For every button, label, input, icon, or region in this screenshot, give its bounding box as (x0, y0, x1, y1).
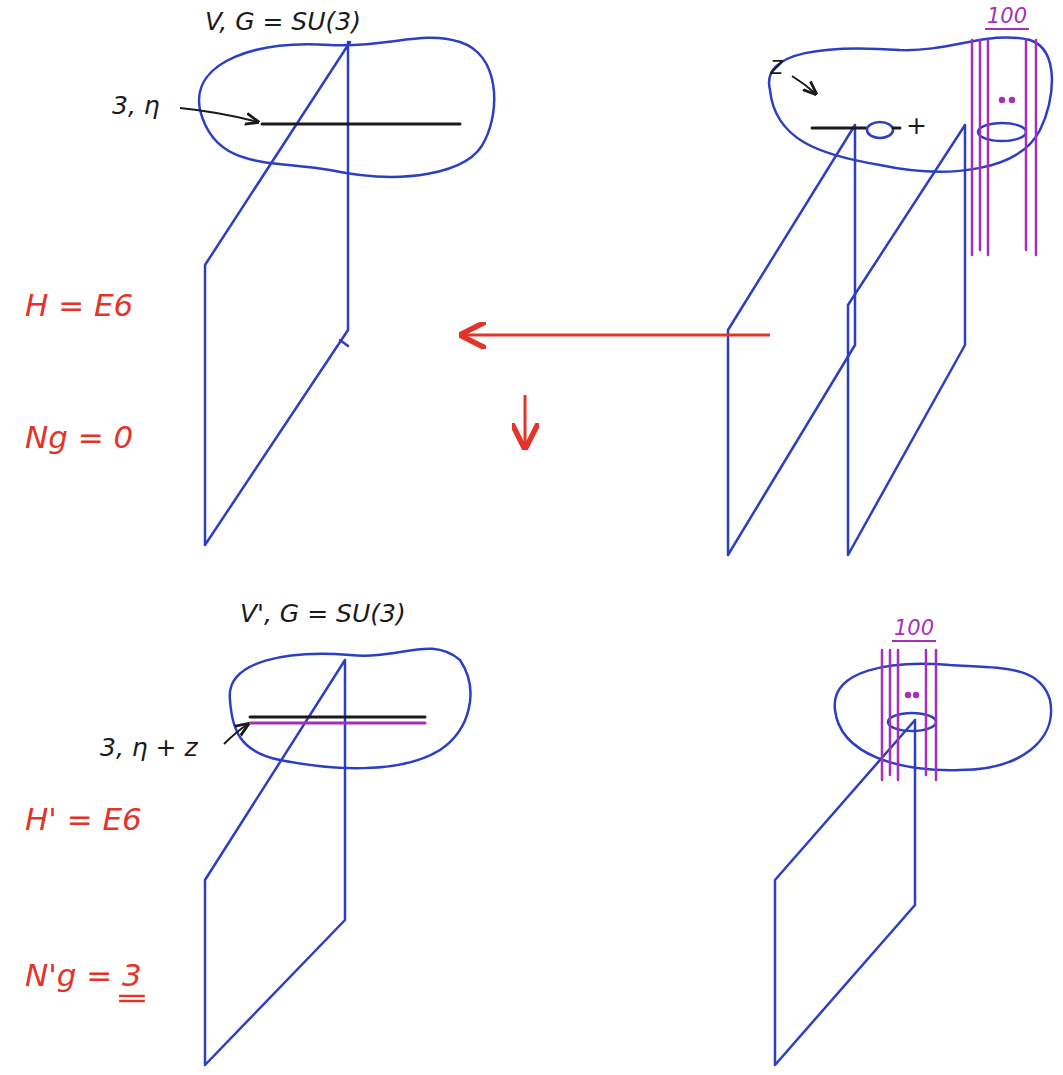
group-label: V', G = SU(3) (240, 600, 406, 629)
double-underline (119, 995, 145, 998)
brane-stack (882, 40, 1036, 780)
loop (888, 713, 936, 731)
symmetry-label: H' = E6 (25, 802, 142, 838)
base-blob (230, 649, 471, 768)
base-blob (199, 38, 494, 177)
leader-arrow (180, 76, 816, 744)
group-label: V, G = SU(3) (205, 8, 361, 37)
brane-curve (250, 722, 425, 725)
divisor-sheet (205, 42, 350, 545)
brane-count: 100 (892, 616, 936, 642)
small-loop (867, 122, 893, 138)
generation-count: N'g = 3 (25, 958, 142, 994)
divisor-sheet (728, 125, 855, 555)
divisor-sheet (205, 660, 345, 1065)
matter-curve (893, 127, 900, 130)
base-blob (835, 664, 1051, 770)
curve-label: 3, η + z (100, 734, 198, 763)
plus-sign: + (906, 112, 927, 141)
symmetry-label: H = E6 (25, 288, 133, 324)
base-blob (769, 37, 1052, 171)
double-underline (119, 1000, 145, 1003)
divisor-sheet (775, 720, 915, 1065)
brane-count: 100 (985, 4, 1029, 30)
divisor-sheet (848, 125, 965, 555)
generation-count: Ng = 0 (25, 420, 133, 456)
matter-curve (812, 127, 866, 130)
matter-curve (250, 716, 425, 719)
tick-mark (340, 340, 348, 346)
loop (978, 123, 1026, 141)
curve-label: z (770, 52, 783, 81)
curve-label: 3, η (112, 92, 160, 121)
transition-arrow (462, 335, 770, 447)
matter-curve (262, 123, 460, 126)
